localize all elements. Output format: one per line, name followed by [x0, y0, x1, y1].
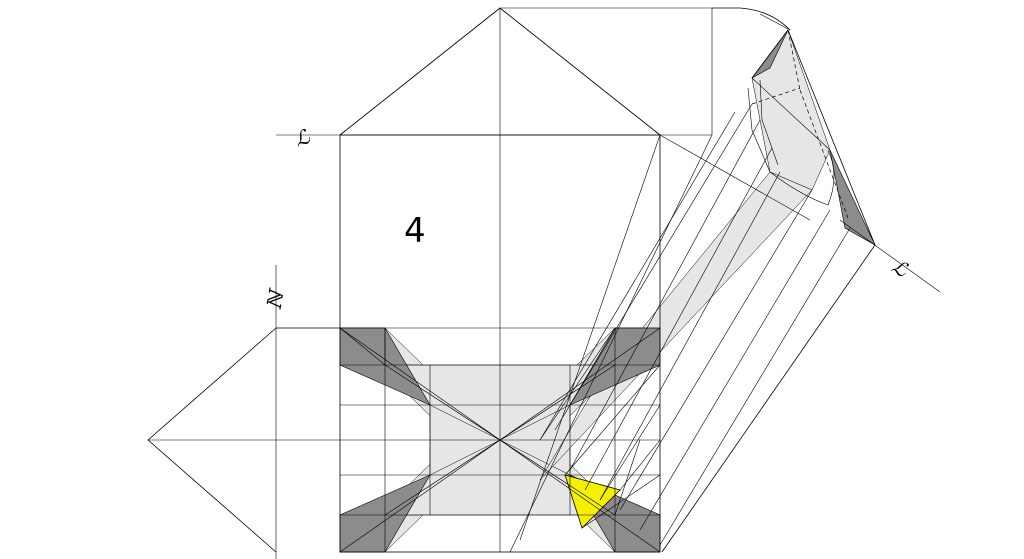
light-shaded-regions	[339, 29, 831, 553]
fold-mark-right: ℒ	[888, 254, 913, 282]
fold-mark-top-left: ℒ	[291, 124, 313, 152]
crease-lines	[147, 7, 941, 559]
fold-mark-left: ℕ	[262, 286, 289, 312]
step-number: 4	[404, 211, 426, 251]
